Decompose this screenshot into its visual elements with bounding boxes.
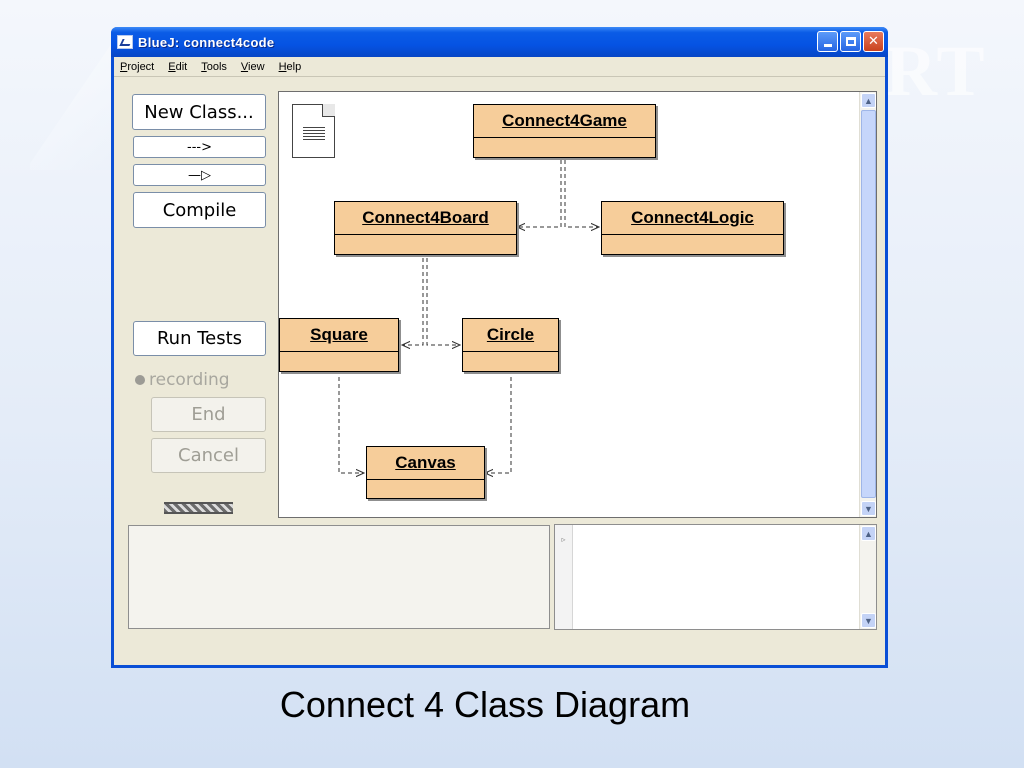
- minimize-button[interactable]: [817, 31, 838, 52]
- scroll-down-icon[interactable]: ▼: [861, 613, 876, 628]
- slide-caption: Connect 4 Class Diagram: [279, 684, 691, 725]
- bluej-app-icon: [117, 35, 133, 49]
- class-connect4logic[interactable]: Connect4Logic: [601, 201, 784, 255]
- code-pad-scrollbar[interactable]: ▲ ▼: [859, 525, 876, 629]
- board-to-circle-arrow: [426, 258, 460, 345]
- game-to-logic-arrow: [564, 160, 599, 227]
- board-to-square-arrow: [402, 258, 424, 345]
- class-name-text: Circle: [486, 325, 535, 344]
- class-name-text: Connect4Board: [362, 208, 489, 227]
- readme-note-fold: [322, 104, 335, 117]
- code-pad-gutter: ▹: [555, 525, 573, 629]
- square-to-canvas-arrow: [338, 377, 364, 473]
- menu-view[interactable]: View: [240, 60, 265, 73]
- maximize-button[interactable]: [840, 31, 861, 52]
- inherits-arrow-button[interactable]: —▷: [133, 164, 266, 186]
- minimize-icon: [823, 44, 832, 47]
- class-name: Connect4Board: [335, 202, 516, 235]
- class-name: Connect4Logic: [602, 202, 783, 235]
- menu-help[interactable]: Help: [278, 60, 302, 73]
- end-button[interactable]: End: [151, 397, 266, 432]
- readme-note-lines: [303, 127, 325, 141]
- recording-dot-icon: [135, 375, 145, 385]
- class-name: Connect4Game: [474, 105, 655, 138]
- game-to-board-arrow: [517, 160, 562, 227]
- class-name-text: Canvas: [395, 453, 456, 472]
- object-bench[interactable]: [128, 525, 550, 629]
- compile-button[interactable]: Compile: [133, 192, 266, 228]
- window-title: BlueJ: connect4code: [138, 34, 275, 50]
- class-square[interactable]: Square: [279, 318, 399, 372]
- recording-label: recording: [149, 370, 230, 390]
- menu-project[interactable]: Project: [120, 60, 155, 73]
- cancel-button[interactable]: Cancel: [151, 438, 266, 473]
- diagram-vertical-scrollbar[interactable]: ▲ ▼: [859, 92, 876, 517]
- slide-background-watermark: RT: [885, 31, 987, 111]
- new-class-button[interactable]: New Class...: [132, 94, 266, 130]
- class-name: Square: [280, 319, 398, 352]
- scroll-thumb[interactable]: [861, 110, 876, 498]
- recording-indicator: recording: [135, 370, 230, 390]
- class-name-text: Connect4Logic: [631, 208, 754, 227]
- class-circle[interactable]: Circle: [462, 318, 559, 372]
- vm-activity-indicator: [164, 502, 233, 514]
- window-controls: ✕: [817, 31, 884, 52]
- code-pad[interactable]: ▹ ▲ ▼: [554, 524, 877, 630]
- class-name-text: Connect4Game: [502, 111, 627, 130]
- close-icon: ✕: [868, 34, 879, 49]
- menu-tools[interactable]: Tools: [201, 60, 227, 73]
- bluej-window: BlueJ: connect4code ✕ Project Edit Tools…: [111, 27, 888, 668]
- scroll-up-icon[interactable]: ▲: [861, 93, 876, 108]
- menu-bar: Project Edit Tools View Help: [114, 57, 885, 77]
- menu-edit[interactable]: Edit: [168, 60, 188, 73]
- class-name: Circle: [463, 319, 558, 352]
- class-canvas[interactable]: Canvas: [366, 446, 485, 499]
- maximize-icon: [845, 37, 856, 46]
- dependency-arrows: [338, 160, 861, 517]
- circle-to-canvas-arrow: [485, 377, 512, 473]
- class-connect4game[interactable]: Connect4Game: [473, 104, 656, 158]
- scroll-up-icon[interactable]: ▲: [861, 526, 876, 541]
- scroll-down-icon[interactable]: ▼: [861, 501, 876, 516]
- title-bar[interactable]: BlueJ: connect4code ✕: [111, 27, 888, 57]
- class-diagram-canvas[interactable]: Connect4Game Connect4Board Connect4Logic…: [278, 91, 877, 518]
- uses-arrow-button[interactable]: --->: [133, 136, 266, 158]
- class-name-text: Square: [310, 325, 368, 344]
- class-connect4board[interactable]: Connect4Board: [334, 201, 517, 255]
- close-button[interactable]: ✕: [863, 31, 884, 52]
- class-name: Canvas: [367, 447, 484, 480]
- run-tests-button[interactable]: Run Tests: [133, 321, 266, 356]
